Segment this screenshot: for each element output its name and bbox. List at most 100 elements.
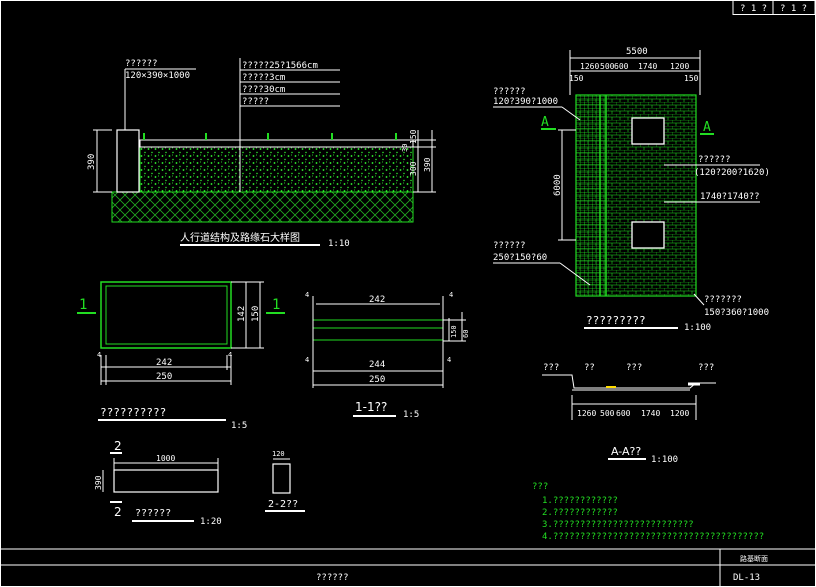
plan-note4-a: ?????? [493, 241, 526, 251]
brick-section-top [312, 319, 444, 329]
title-block-top: ? 1 ? ? 1 ? [732, 0, 816, 15]
plan-w2: 500 [600, 62, 615, 71]
plan-w5: 1200 [670, 62, 689, 71]
curb-height: 390 [94, 475, 103, 490]
layer-note-3: ????30cm [242, 85, 285, 95]
aa-label4: ??? [698, 363, 714, 373]
s11-w-top: 242 [369, 295, 385, 305]
plan-width-total: 5500 [626, 47, 648, 57]
section-2-2: 120 2-2?? [265, 450, 305, 512]
plan-note5-a: ??????? [704, 295, 742, 305]
aa-label2: ?? [584, 363, 595, 373]
brick-d4a: 4 [97, 351, 101, 359]
dim-r-30: 30 [401, 144, 409, 152]
note-2: 2.???????????? [542, 508, 618, 518]
plan-w3: 600 [614, 62, 629, 71]
notes-heading: ??? [532, 482, 548, 492]
plan-note4-b: 250?150?60 [493, 253, 547, 263]
dim-r-150: 150 [409, 129, 418, 144]
brick-mark-right: 1 [272, 297, 280, 313]
aa-d1: 1260 [577, 409, 596, 418]
plan-note1-b: 120?390?1000 [493, 97, 558, 107]
plan-note2-b: (120?200?1620) [694, 168, 770, 178]
curb-section-rect [272, 463, 291, 494]
section-a-right: A [703, 120, 711, 135]
s11-h2: 60 [462, 330, 470, 338]
plan-note1-a: ?????? [493, 87, 526, 97]
brick-title: ?????????? [100, 406, 166, 419]
s11-h4: 4 [449, 291, 453, 299]
aa-scale: 1:100 [651, 455, 678, 465]
curb-elevation: 1000 390 2 2 ?????? 1:20 [94, 439, 222, 527]
plan-w1: 1260 [580, 62, 599, 71]
section-a-a: ??? ?? ??? ??? 1260 500 600 1740 1200 A-… [542, 363, 716, 465]
curb-mark-bottom: 2 [114, 505, 122, 519]
plan-note3: 1740?1740?? [700, 192, 760, 202]
curb-mark-top: 2 [114, 439, 122, 453]
plan-w4: 1740 [638, 62, 657, 71]
s11-w-mid: 244 [369, 360, 385, 370]
section-a-left: A [541, 115, 549, 130]
s11-h3: 150 [450, 325, 458, 338]
drawing-name: ?????? [316, 573, 349, 583]
surface-layer [139, 139, 414, 148]
brick-outer [100, 281, 232, 349]
plan-note2-a: ?????? [698, 155, 731, 165]
base-layer [139, 146, 414, 193]
aa-label3: ??? [626, 363, 642, 373]
s22-width: 120 [272, 450, 285, 458]
project-label: 路基断面 [740, 554, 768, 563]
plan-height: 6000 [553, 174, 563, 196]
curb-scale: 1:20 [200, 517, 222, 527]
brick-h-inner: 142 [237, 306, 247, 322]
curb-rect [113, 469, 219, 493]
brick-w-inner: 242 [156, 358, 172, 368]
plan-scale: 1:100 [684, 323, 711, 333]
s11-h6: 4 [447, 356, 451, 364]
curb-stone [116, 129, 140, 193]
title-cell-b: ? 1 ? [780, 4, 807, 14]
s11-h1: 4 [305, 291, 309, 299]
note-3: 3.?????????????????????????? [542, 520, 694, 530]
aa-d5: 1200 [670, 409, 689, 418]
s22-title: 2-2?? [268, 499, 298, 510]
brick-h-outer: 150 [251, 306, 261, 322]
curb-title: ?????? [135, 508, 171, 519]
s11-w-bot: 250 [369, 375, 385, 385]
plan-w-right: 150 [684, 74, 699, 83]
s11-title: 1-1?? [355, 400, 387, 414]
note-1: 1.???????????? [542, 496, 618, 506]
aa-label1: ??? [543, 363, 559, 373]
aa-title: A-A?? [611, 445, 641, 458]
dim-left-390: 390 [87, 154, 97, 170]
plan-title: ????????? [586, 314, 646, 327]
s11-h5: 4 [305, 356, 309, 364]
paving-brick-plan: 1 1 242 250 4 4 142 150 ?????????? 1:5 [77, 281, 285, 431]
subgrade-hatch [111, 191, 414, 223]
dim-r-390: 390 [423, 157, 432, 172]
notes: ??? 1.???????????? 2.???????????? 3.????… [532, 482, 764, 542]
curb-note-1: ?????? [125, 59, 158, 69]
tree-pit-1 [631, 117, 665, 145]
title-cell-a: ? 1 ? [740, 4, 767, 14]
curb-note-2: 120×390×1000 [125, 71, 190, 81]
tree-pit-2 [631, 221, 665, 249]
detail1-title: 人行道结构及路缘石大样图 [180, 231, 300, 244]
brick-section-body [312, 327, 444, 341]
title-block-bottom: ?????? 路基断面 DL-13 [0, 548, 816, 587]
plan-w-left: 150 [569, 74, 584, 83]
curb-length: 1000 [156, 454, 175, 463]
brick-w-outer: 250 [156, 372, 172, 382]
detail1-scale: 1:10 [328, 239, 350, 249]
aa-d2: 500 [600, 409, 615, 418]
aa-d4: 1740 [641, 409, 660, 418]
aa-d3: 600 [616, 409, 631, 418]
section-1-1: 242 244 250 4 4 4 4 150 60 1-1?? 1:5 [305, 291, 470, 420]
brick-d4b: 4 [228, 351, 232, 359]
plan-view: 5500 1260 500 600 1740 1200 150 150 6000… [493, 47, 770, 333]
brick-scale: 1:5 [231, 421, 247, 431]
layer-note-2: ?????3cm [242, 73, 285, 83]
pavement-structure-detail: ?????25?1566cm ?????3cm ????30cm ????? ?… [87, 58, 436, 249]
